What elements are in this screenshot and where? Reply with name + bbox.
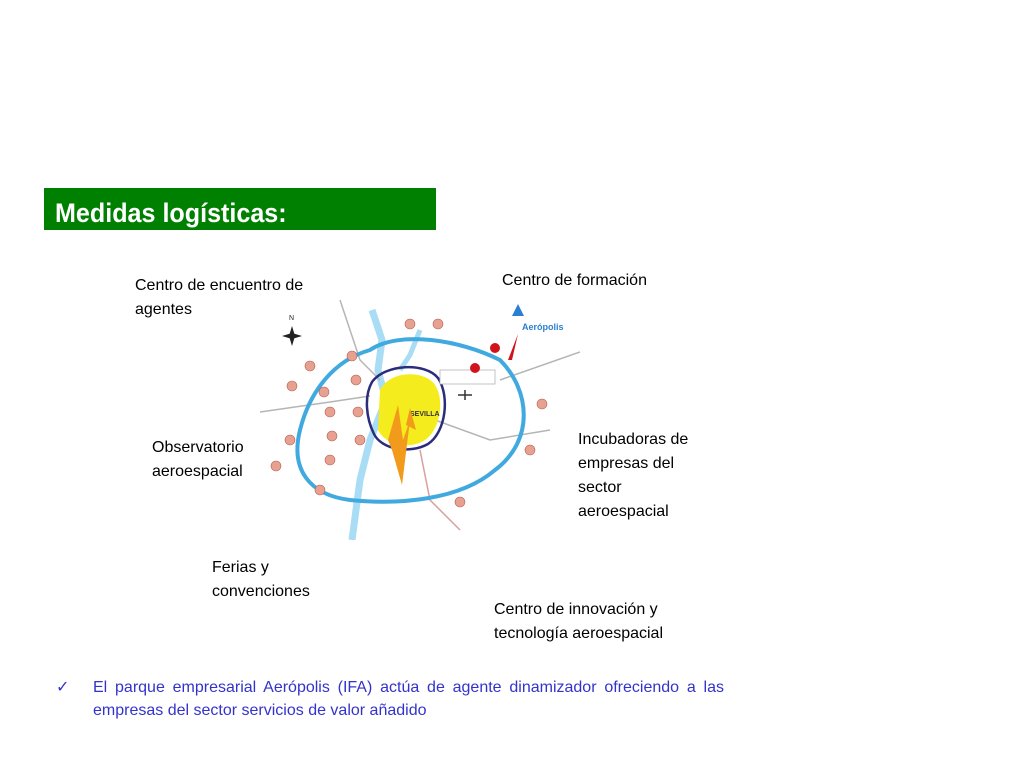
town-marker-icon <box>326 430 338 442</box>
svg-text:N: N <box>289 315 294 322</box>
road-south <box>419 449 461 531</box>
road-west <box>260 395 371 413</box>
town-marker-icon <box>270 460 282 472</box>
town-marker-icon <box>352 406 364 418</box>
pin-icon <box>490 343 500 353</box>
aeropolis-logo-icon <box>512 304 524 316</box>
checkmark-icon: ✓ <box>56 679 70 696</box>
town-marker-icon <box>350 374 362 386</box>
compass-icon: N <box>282 315 302 346</box>
town-marker-icon <box>354 434 366 446</box>
label-centro-formacion: Centro de formación <box>502 272 647 289</box>
label-centro-innovacion: Centro de innovación y tecnología aeroes… <box>494 601 664 642</box>
town-marker-icon <box>404 318 416 330</box>
road-north <box>339 300 381 381</box>
city-area <box>378 374 441 446</box>
town-marker-icon <box>324 454 336 466</box>
aeropolis-logo-text: Aerópolis <box>522 322 564 332</box>
town-marker-icon <box>314 484 326 496</box>
label-incubadoras: Incubadoras de empresas del sector aeroe… <box>578 431 689 520</box>
airplane-icon <box>458 390 472 400</box>
town-marker-icon <box>286 380 298 392</box>
airport-zone <box>439 369 496 385</box>
town-marker-icon <box>324 406 336 418</box>
pin-icon <box>470 363 480 373</box>
section-title-bar: Medidas logísticas: <box>44 188 436 230</box>
orange-arrow-right <box>406 408 416 430</box>
orange-arrow-left <box>388 405 410 485</box>
town-marker-icon <box>284 434 296 446</box>
town-marker-icon <box>304 360 316 372</box>
label-centro-encuentro: Centro de encuentro de agentes <box>135 277 304 318</box>
label-observatorio: Observatorio aeroespacial <box>152 439 244 480</box>
road-east <box>434 419 551 441</box>
town-marker-icon <box>318 386 330 398</box>
footer-text: El parque empresarial Aerópolis (IFA) ac… <box>93 679 724 719</box>
ring-road <box>295 337 526 504</box>
red-arrow-icon <box>508 334 518 360</box>
town-marker-icon <box>454 496 466 508</box>
town-marker-icon <box>346 350 358 362</box>
label-ferias: Ferias y convenciones <box>212 559 310 600</box>
sevilla-area-map: SEVILLA Aerópolis N <box>260 300 580 540</box>
town-marker-icon <box>432 318 444 330</box>
city-label: SEVILLA <box>410 411 440 418</box>
river-branch <box>397 329 423 372</box>
inner-ring-road <box>365 366 446 451</box>
town-marker-icon <box>536 398 548 410</box>
section-title: Medidas logísticas: <box>55 198 287 228</box>
town-marker-icon <box>524 444 536 456</box>
